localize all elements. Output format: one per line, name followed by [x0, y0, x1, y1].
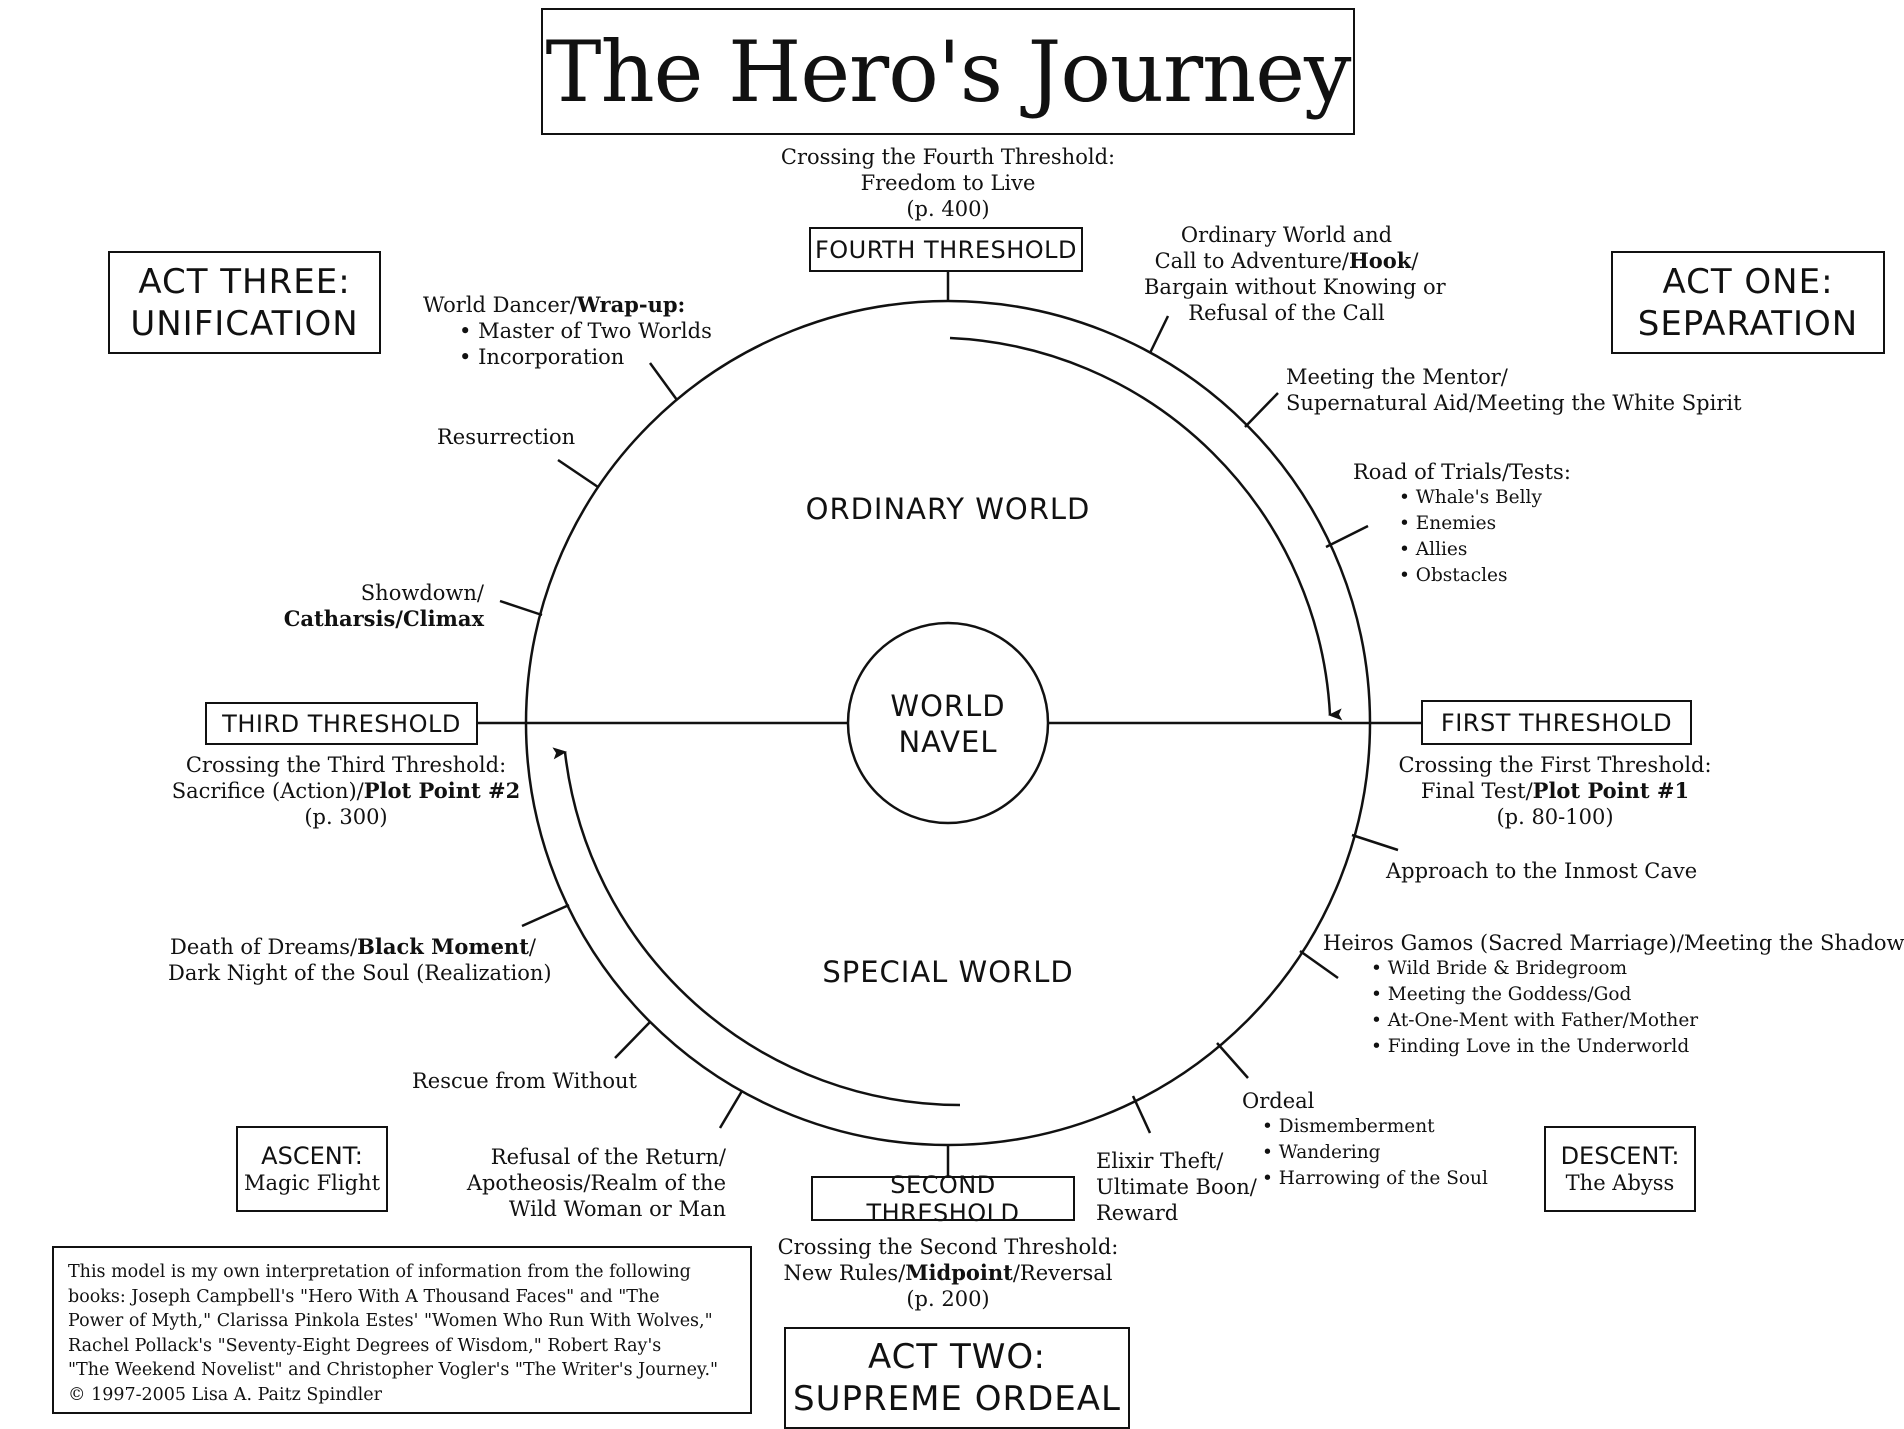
special-world-label: SPECIAL WORLD [822, 955, 1074, 989]
act-two-label: ACT TWO: [868, 1337, 1046, 1377]
separation-arrow [949, 336, 1343, 721]
stage-mentor: Meeting the Mentor/ Supernatural Aid/Mee… [1286, 365, 1742, 415]
tick-world-dancer [648, 362, 679, 401]
ascent-title: ASCENT: [261, 1142, 363, 1170]
stage-resurrection: Resurrection [437, 425, 576, 449]
fourth-threshold-box: FOURTH THRESHOLD [809, 227, 1083, 272]
second-threshold-label: SECOND THRESHOLD [866, 1170, 1020, 1227]
tick-trials [1325, 524, 1369, 549]
tick-inmost [1351, 833, 1399, 852]
act-two-box: ACT TWO: SUPREME ORDEAL [784, 1327, 1130, 1429]
descent-subtitle: The Abyss [1565, 1171, 1675, 1195]
fourth-threshold-caption: Crossing the Fourth Threshold: Freedom t… [780, 145, 1116, 221]
tick-rescue [614, 1021, 651, 1059]
tick-showdown [499, 599, 543, 617]
second-threshold-caption: Crossing the Second Threshold: New Rules… [777, 1235, 1119, 1311]
stage-ordinary-call: Ordinary World and Call to Adventure/Hoo… [1144, 223, 1446, 325]
stage-road-of-trials: Road of Trials/Tests: • Whale's Belly • … [1353, 460, 1571, 586]
world-navel-label: WORLD NAVEL [890, 689, 1006, 759]
return-arrow [552, 747, 961, 1107]
ordinary-world-label: ORDINARY WORLD [805, 492, 1091, 526]
stage-ordeal: Ordeal • Dismemberment • Wandering • Har… [1242, 1089, 1488, 1189]
second-threshold-box: SECOND THRESHOLD [811, 1171, 1075, 1227]
title-box: The Hero's Journey [541, 8, 1355, 135]
tick-call [1148, 315, 1170, 354]
attribution-note: This model is my own interpretation of i… [52, 1246, 752, 1414]
third-threshold-box: THIRD THRESHOLD [205, 702, 478, 745]
stage-inmost-cave: Approach to the Inmost Cave [1386, 859, 1698, 883]
stage-ticks [499, 315, 1399, 1134]
act-one-name: SEPARATION [1637, 303, 1859, 344]
tick-mentor [1244, 392, 1279, 428]
stage-elixir: Elixir Theft/ Ultimate Boon/ Reward [1096, 1149, 1257, 1225]
stage-showdown: Showdown/ Catharsis/Climax [283, 581, 484, 631]
first-threshold-label: FIRST THRESHOLD [1440, 708, 1673, 737]
first-threshold-caption: Crossing the First Threshold: Final Test… [1398, 753, 1712, 829]
ascent-subtitle: Magic Flight [243, 1171, 381, 1195]
tick-heiros [1299, 949, 1339, 980]
first-threshold-box: FIRST THRESHOLD [1421, 700, 1692, 745]
third-threshold-caption: Crossing the Third Threshold: Sacrifice … [171, 753, 521, 829]
act-three-name: UNIFICATION [130, 303, 359, 344]
stage-refusal-return: Refusal of the Return/ Apotheosis/Realm … [466, 1145, 726, 1221]
act-one-box: ACT ONE: SEPARATION [1611, 251, 1885, 354]
tick-death [521, 903, 570, 928]
third-threshold-label: THIRD THRESHOLD [222, 709, 461, 738]
ascent-box: ASCENT: Magic Flight [236, 1126, 388, 1212]
page-title: The Hero's Journey [545, 22, 1352, 121]
descent-title: DESCENT: [1560, 1142, 1680, 1170]
act-three-label: ACT THREE: [138, 261, 351, 302]
tick-refusal [718, 1090, 744, 1129]
tick-elixir [1131, 1095, 1152, 1134]
act-three-box: ACT THREE: UNIFICATION [108, 251, 381, 354]
stage-death-of-dreams: Death of Dreams/Black Moment/ Dark Night… [168, 934, 552, 985]
act-two-name: SUPREME ORDEAL [793, 1379, 1121, 1419]
stage-heiros-gamos: Heiros Gamos (Sacred Marriage)/Meeting t… [1323, 931, 1904, 1057]
act-one-label: ACT ONE: [1662, 261, 1834, 302]
tick-resurrection [557, 458, 599, 489]
tick-ordeal [1216, 1042, 1249, 1079]
stage-world-dancer: World Dancer/Wrap-up: • Master of Two Wo… [423, 292, 712, 369]
fourth-threshold-label: FOURTH THRESHOLD [814, 235, 1078, 264]
stage-rescue: Rescue from Without [412, 1069, 637, 1093]
descent-box: DESCENT: The Abyss [1544, 1126, 1696, 1212]
